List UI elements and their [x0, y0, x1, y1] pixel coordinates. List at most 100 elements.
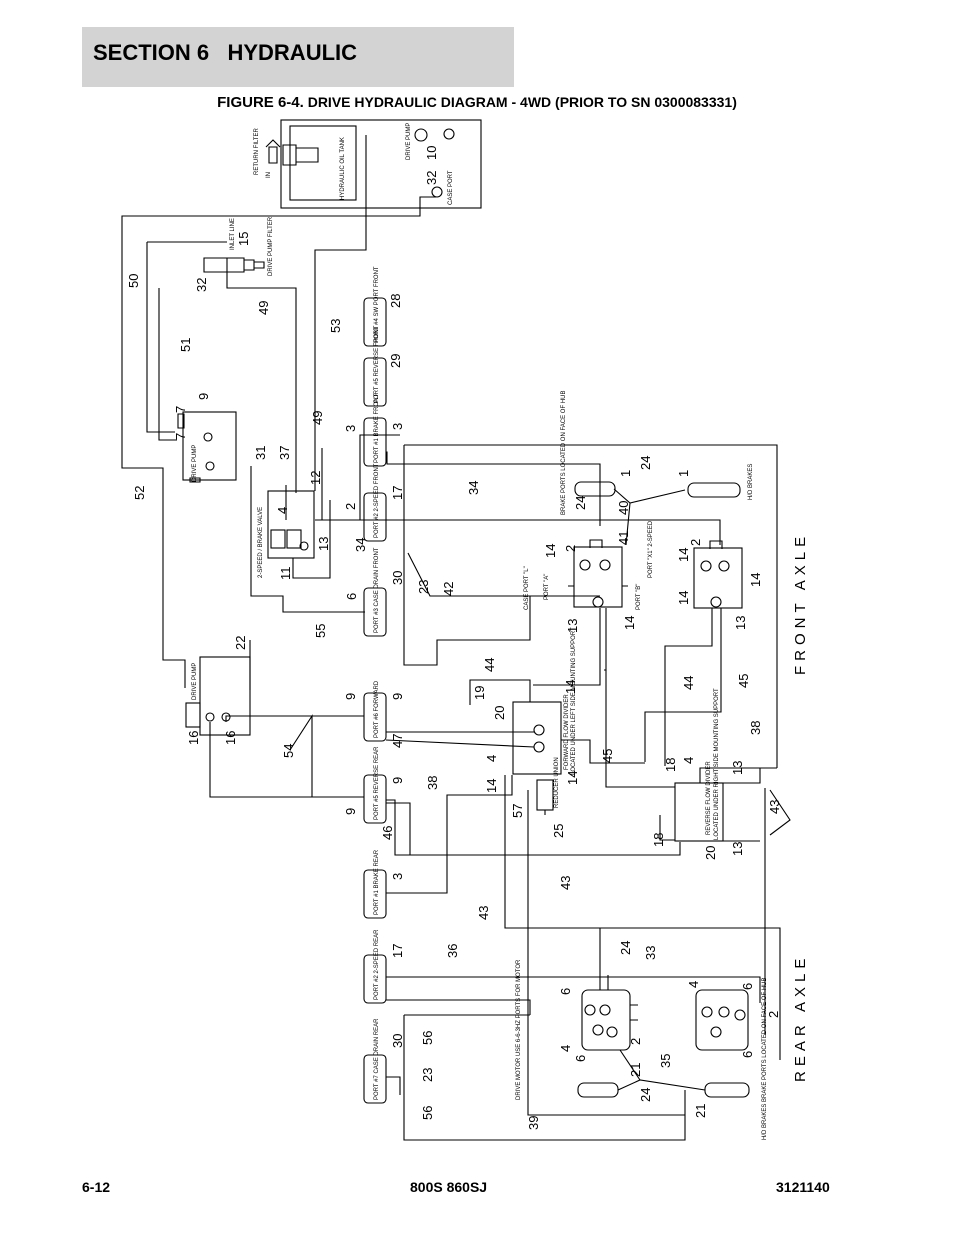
footer-page: 6-12: [82, 1179, 111, 1195]
callout-number: 28: [388, 294, 403, 308]
callout-number: 1: [618, 470, 633, 477]
callout-number: 9: [390, 777, 405, 784]
rear-axle-label: REAR AXLE: [792, 954, 809, 1082]
port-tag-label: PORT #4 SW PORT FRONT: [374, 266, 380, 343]
motor-port-icon: [710, 1026, 722, 1038]
motor-fitting: [630, 1004, 638, 1021]
divider-port-icon: [533, 741, 545, 753]
callout-number: 55: [313, 624, 328, 638]
motor-port-icon: [734, 1009, 746, 1021]
callout-number: 22: [233, 636, 248, 650]
callout-number: 42: [441, 582, 456, 596]
callout-number: 2: [766, 1011, 781, 1018]
motor-port-icon: [592, 596, 604, 608]
callout-number: 6: [344, 593, 359, 600]
callout-number: 35: [658, 1054, 673, 1068]
callout-number: 38: [748, 721, 763, 735]
port-tag-label: PORT #7 CASE DRAIN REAR: [374, 1018, 380, 1100]
callout-number: 18: [651, 833, 666, 847]
callout-number: 14: [676, 591, 691, 605]
forward-flow-divider: [512, 701, 562, 775]
two-speed-brake-label: 2-SPEED / BRAKE VALVE: [258, 507, 264, 578]
brake-pad: [687, 482, 741, 498]
brake-pad: [704, 1082, 750, 1098]
front-right-motor: [693, 547, 743, 609]
callout-number: 30: [390, 1034, 405, 1048]
filter-arrow-icon: [265, 139, 281, 164]
port-tag-label: PORT #5 REVERSE REAR: [374, 746, 380, 820]
motor-port-icon: [701, 1006, 713, 1018]
port-tag: [363, 587, 387, 637]
callout-number: 45: [736, 674, 751, 688]
brakes-rear-label: H/D BRAKES BRAKE PORTS LOCATED ON FACE O…: [762, 978, 768, 1140]
callout-number: 50: [126, 274, 141, 288]
hydraulic-oil-tank: [280, 119, 482, 209]
callout-number: 15: [236, 232, 251, 246]
callout-number: 47: [390, 734, 405, 748]
callout-number: 36: [445, 944, 460, 958]
callout-number: 39: [526, 1116, 541, 1130]
callout-number: 6: [740, 983, 755, 990]
line-35: [617, 1079, 706, 1091]
port-tag-label: PORT #2 2-SPEED REAR: [374, 929, 380, 1000]
callout-number: 44: [681, 676, 696, 690]
callout-number: 2: [343, 503, 358, 510]
callout-number: 21: [693, 1104, 708, 1118]
callout-number: 14: [565, 771, 580, 785]
callout-number: 13: [565, 619, 580, 633]
motor-port-icon: [700, 560, 712, 572]
callout-number: 16: [186, 731, 201, 745]
callout-number: 1: [676, 470, 691, 477]
port-tag-label: PORT #5 REVERSE FRONT: [374, 325, 380, 403]
motor-port-icon: [599, 559, 611, 571]
port-tag: [363, 692, 387, 742]
callout-number: 32: [194, 278, 209, 292]
pump-port-icon: [205, 461, 215, 471]
port-b-label: PORT "B": [636, 584, 642, 610]
callout-number: 19: [472, 686, 487, 700]
callout-number: 14: [622, 616, 637, 630]
callout-number: 14: [748, 573, 763, 587]
callout-number: 17: [390, 486, 405, 500]
drive-pump-filter-label: DRIVE PUMP FILTER: [268, 216, 274, 276]
solenoid-icon: [286, 529, 302, 549]
line-4c: [699, 767, 777, 783]
reducer-label: REDUCER UNION: [554, 757, 560, 808]
callout-number: 4: [275, 507, 290, 514]
drive-pump-top: [182, 411, 237, 481]
callout-number: 14: [563, 680, 578, 694]
drive-pump-bottom-label: DRIVE PUMP: [192, 663, 198, 700]
line-54: [289, 714, 313, 797]
callout-number: 32: [424, 171, 439, 185]
pump-shaft-top: [177, 413, 201, 483]
line-19: [469, 679, 531, 705]
callout-number: 53: [328, 319, 343, 333]
case-port-icon: [431, 186, 443, 198]
callout-number: 20: [703, 846, 718, 860]
callout-number: 14: [484, 779, 499, 793]
line-rear-case: [386, 1076, 401, 1095]
line-3rear: [386, 775, 513, 894]
line-46: [386, 802, 411, 855]
callout-number: 7: [173, 406, 188, 413]
line-45b: [561, 739, 645, 764]
callout-number: 34: [353, 538, 368, 552]
callout-number: 9: [390, 693, 405, 700]
motor-port-icon: [718, 560, 730, 572]
callout-number: 3: [343, 425, 358, 432]
callout-number: 54: [281, 744, 296, 758]
brake-pad: [577, 1082, 619, 1098]
section-band: [82, 27, 514, 87]
case-port-l-label: CASE PORT "L": [524, 566, 530, 610]
callout-number: 4: [686, 981, 701, 988]
tank-fitting-icon: [443, 128, 455, 140]
callout-number: 34: [466, 481, 481, 495]
callout-number: 3: [390, 423, 405, 430]
callout-number: 4: [558, 1045, 573, 1052]
line-50: [146, 242, 175, 433]
port-tag-label: PORT #1 BRAKE FRONT: [374, 394, 380, 463]
callout-number: 6: [740, 1051, 755, 1058]
port-x1-label: PORT "X1" 2-SPEED: [648, 520, 654, 578]
port-tag: [363, 417, 387, 467]
